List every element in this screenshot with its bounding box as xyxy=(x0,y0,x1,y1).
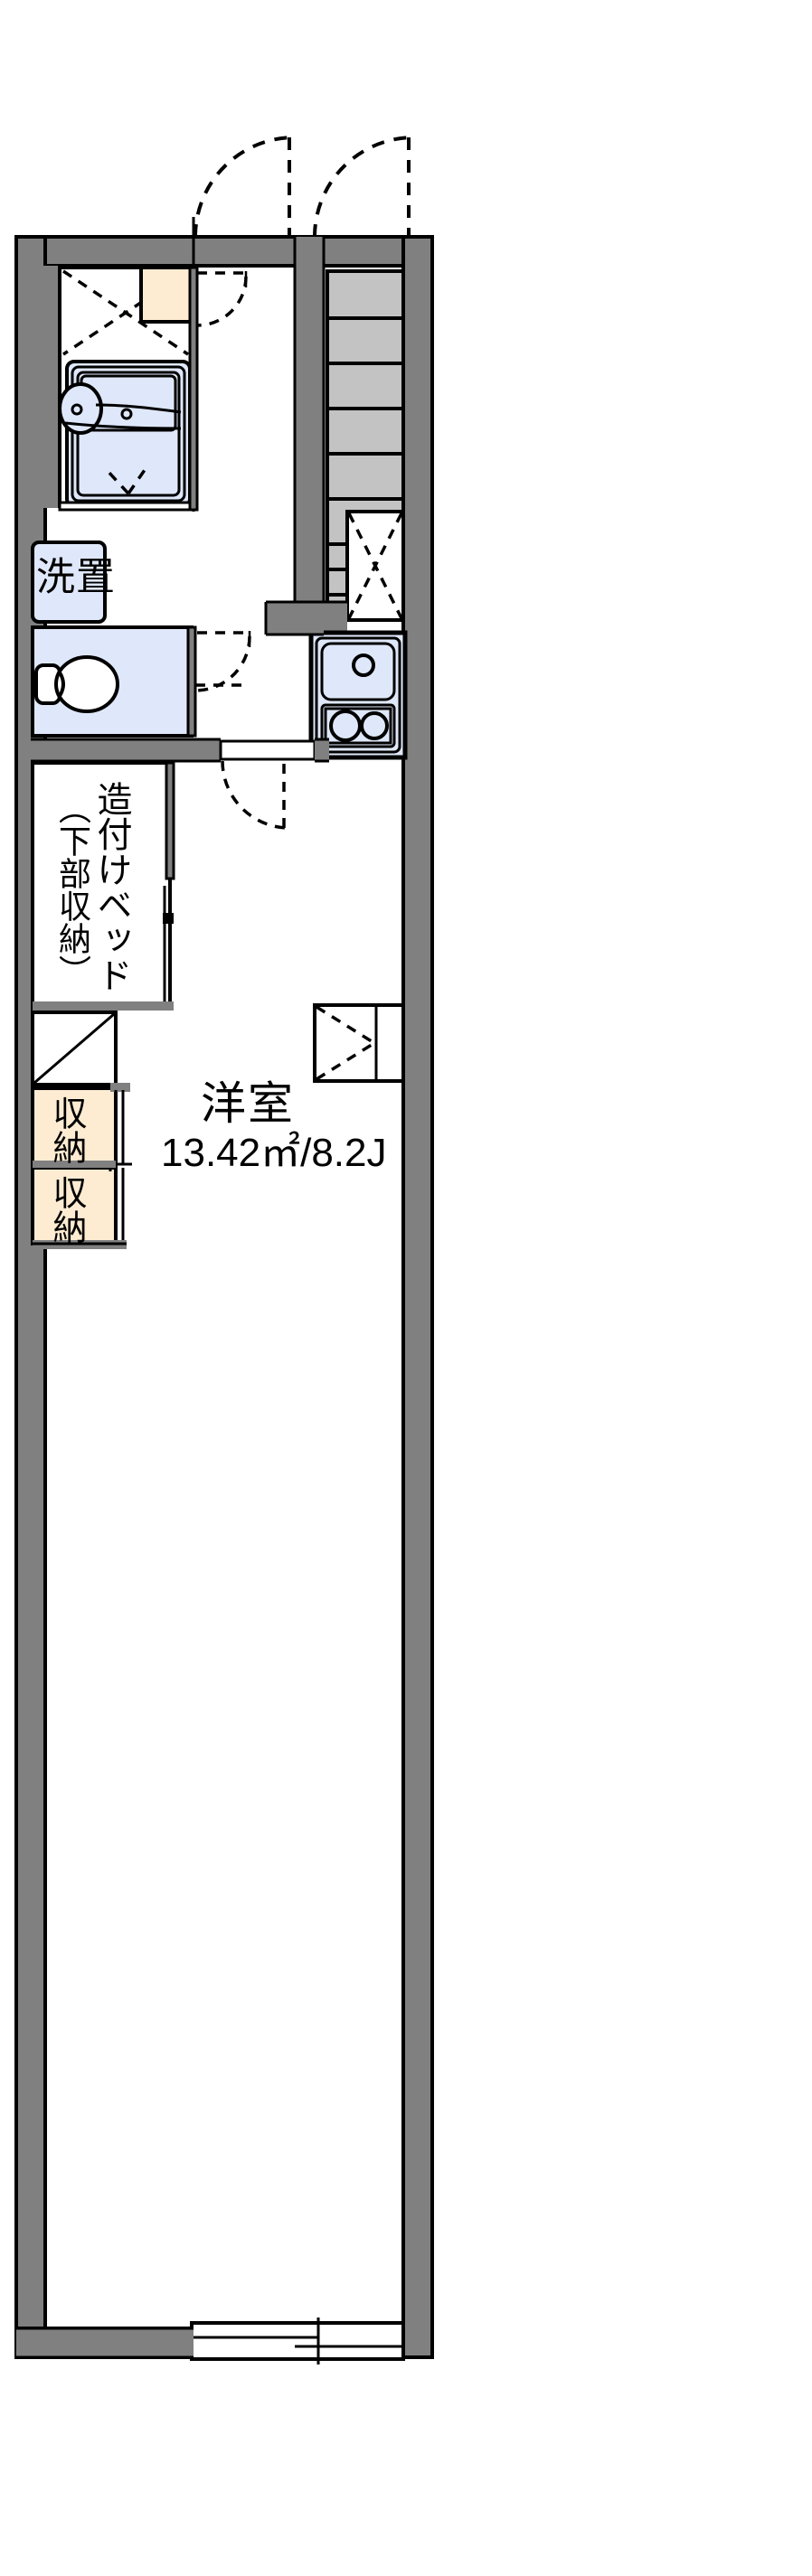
closet-upper-white xyxy=(31,1011,118,1086)
hall-walls xyxy=(192,510,324,636)
toilet-icon xyxy=(34,655,119,713)
building-right-wall xyxy=(401,235,434,2359)
bath-door-arrow xyxy=(105,468,146,495)
built-in-bed-sublabel: （下部収納） xyxy=(54,792,91,987)
shoe-cabinet-icon[interactable] xyxy=(139,266,195,324)
built-in-bed-label: 造付けベッド xyxy=(92,781,131,992)
closet-a[interactable] xyxy=(31,1083,130,1166)
room-partition xyxy=(31,738,329,763)
shoebox-door xyxy=(196,271,248,327)
kitchen-sink-icon xyxy=(320,642,396,701)
closet-lower-label: 収納 xyxy=(47,1175,85,1244)
washing-machine-icon xyxy=(31,541,107,624)
built-in-bed-area xyxy=(31,761,175,1011)
closet-upper-label: 収納 xyxy=(47,1095,85,1164)
entry-door-left xyxy=(192,136,296,238)
balcony-wall-gap xyxy=(16,2327,194,2359)
unit-bath-frame xyxy=(58,501,195,512)
window-icon xyxy=(313,1003,405,1083)
sliding-door-icon[interactable] xyxy=(190,2317,405,2364)
toilet-door xyxy=(194,631,251,692)
closet-divider xyxy=(33,1161,127,1249)
room-door xyxy=(221,760,290,830)
two-burner-stove-icon xyxy=(320,703,396,748)
toilet-room xyxy=(31,625,197,738)
entry-door-right xyxy=(313,136,415,238)
kitchen-counter xyxy=(308,630,408,760)
sink-basin-icon xyxy=(58,382,182,435)
bath-entry-partition xyxy=(188,266,199,512)
room-area-label: 13.42㎡/8.2J xyxy=(161,1131,387,1175)
genkan-entry-area xyxy=(192,237,326,268)
washer-area-label: 洗置 xyxy=(36,556,116,599)
room-name-label: 洋室 xyxy=(201,1078,295,1129)
